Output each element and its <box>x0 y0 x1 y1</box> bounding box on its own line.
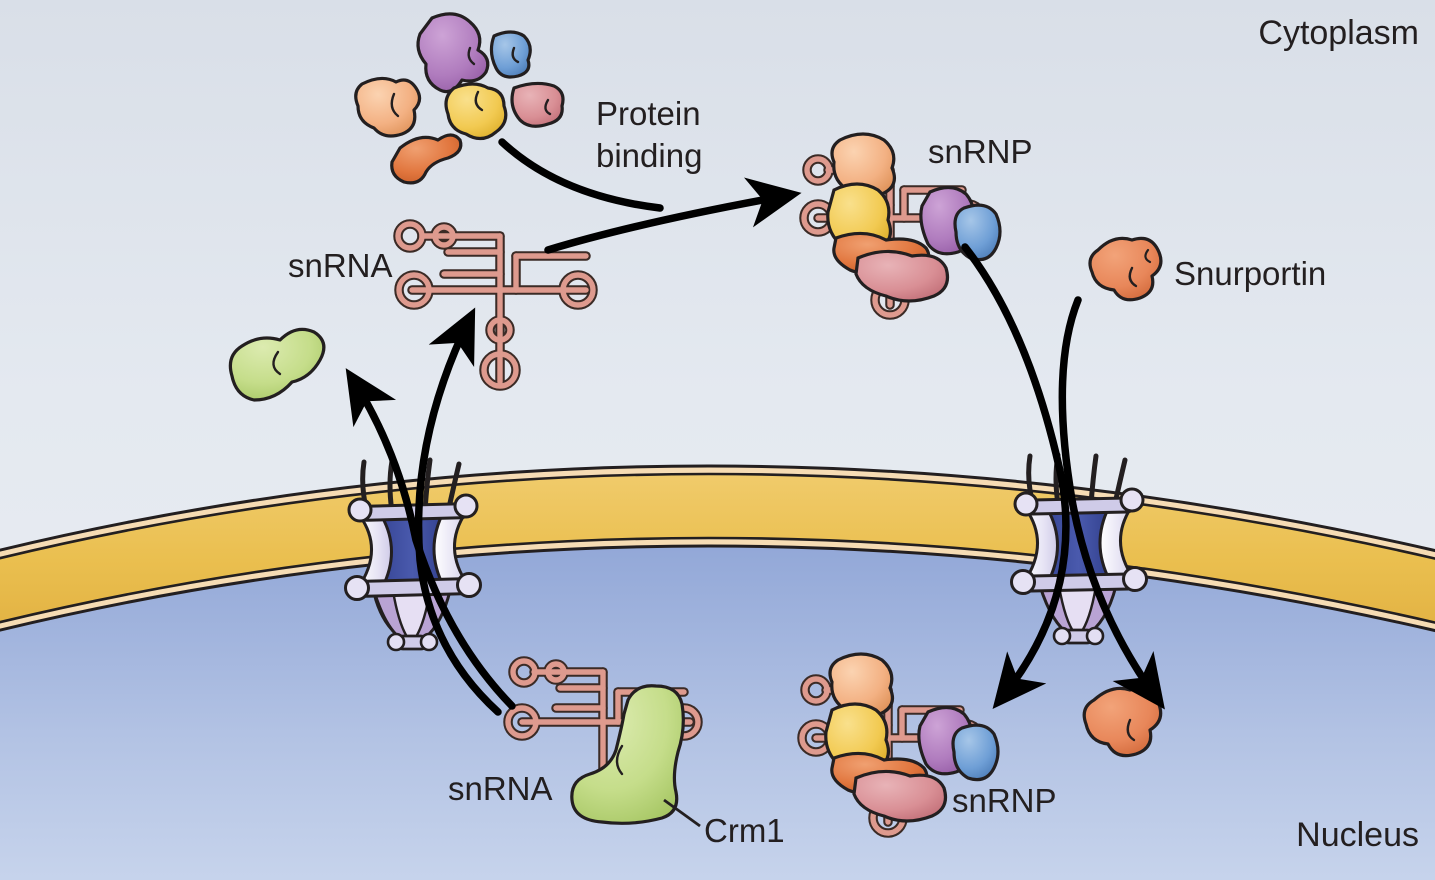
protein-binding-label-line1: Protein <box>596 95 701 132</box>
snrnp-rose-subunit <box>854 249 950 303</box>
snrna-crm1-complex <box>503 656 703 828</box>
snrnp-cytoplasm-complex <box>799 132 1002 320</box>
orange-protein <box>390 133 463 185</box>
blue-protein <box>489 30 532 79</box>
free-protein-pool <box>354 12 565 185</box>
crm1-label: Crm1 <box>704 812 785 849</box>
nucleus-label: Nucleus <box>1296 816 1419 854</box>
snrna-to-snrnp-arrow <box>544 177 802 254</box>
snrnp-import-arrow <box>961 243 1070 710</box>
yellow-protein <box>444 82 508 141</box>
snrna-cytoplasm-label: snRNA <box>288 247 393 284</box>
snurportin-molecule <box>1088 236 1163 302</box>
crm1-molecule <box>570 684 685 825</box>
snrnp-nucleus-label: snRNP <box>952 782 1057 819</box>
snurportin-import-arrow <box>1058 296 1165 710</box>
peach-protein <box>354 76 422 138</box>
crm1-cytoplasm-molecule <box>228 327 326 402</box>
snrnp-nucleus-complex <box>797 652 1000 838</box>
pathway-arrows <box>345 138 1165 716</box>
snrna-nucleus-label: snRNA <box>448 770 553 807</box>
rose-protein <box>510 81 565 128</box>
snrna-cytoplasm-molecule <box>393 219 598 391</box>
snurportin-label: Snurportin <box>1174 255 1326 292</box>
protein-binding-label-line2: binding <box>596 137 702 174</box>
cytoplasm-label: Cytoplasm <box>1258 14 1419 52</box>
crm1-leader-line <box>663 798 701 828</box>
crm1-export-arrow <box>345 368 516 710</box>
snrnp-blue-subunit <box>953 203 1002 262</box>
snrnp-cytoplasm-label: snRNP <box>928 133 1033 170</box>
purple-protein <box>416 12 490 94</box>
proteins-to-snrnp-arrow <box>498 138 664 212</box>
